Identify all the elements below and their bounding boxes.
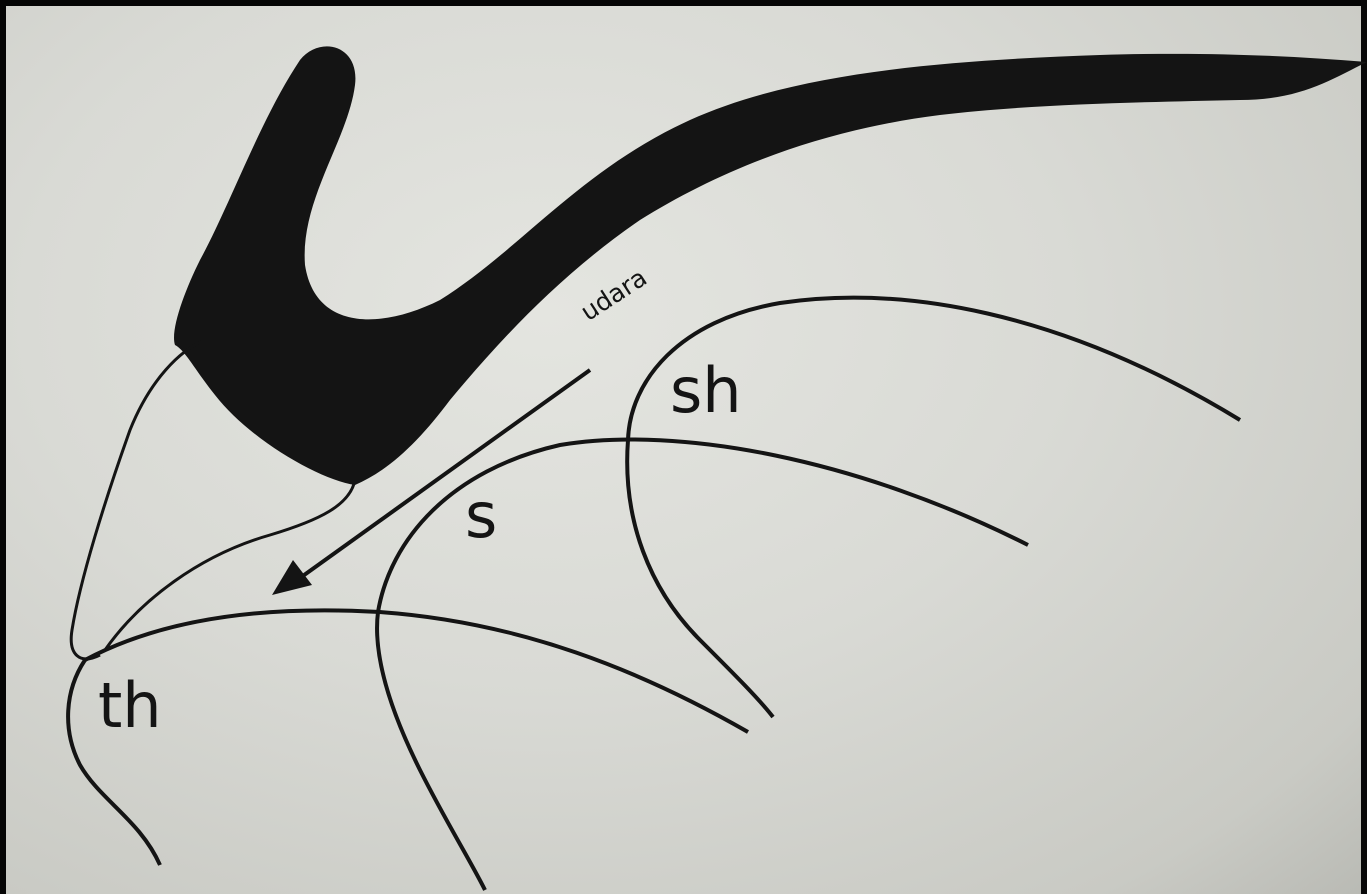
tongue-curve-th (85, 610, 748, 732)
tongue-lower-s (377, 612, 485, 890)
airflow-arrow-head (272, 560, 312, 595)
palate-silhouette (174, 46, 1367, 485)
label-th: th (98, 675, 162, 737)
tongue-lower-sh (627, 440, 773, 717)
label-s: s (465, 485, 497, 547)
label-sh: sh (670, 360, 742, 422)
